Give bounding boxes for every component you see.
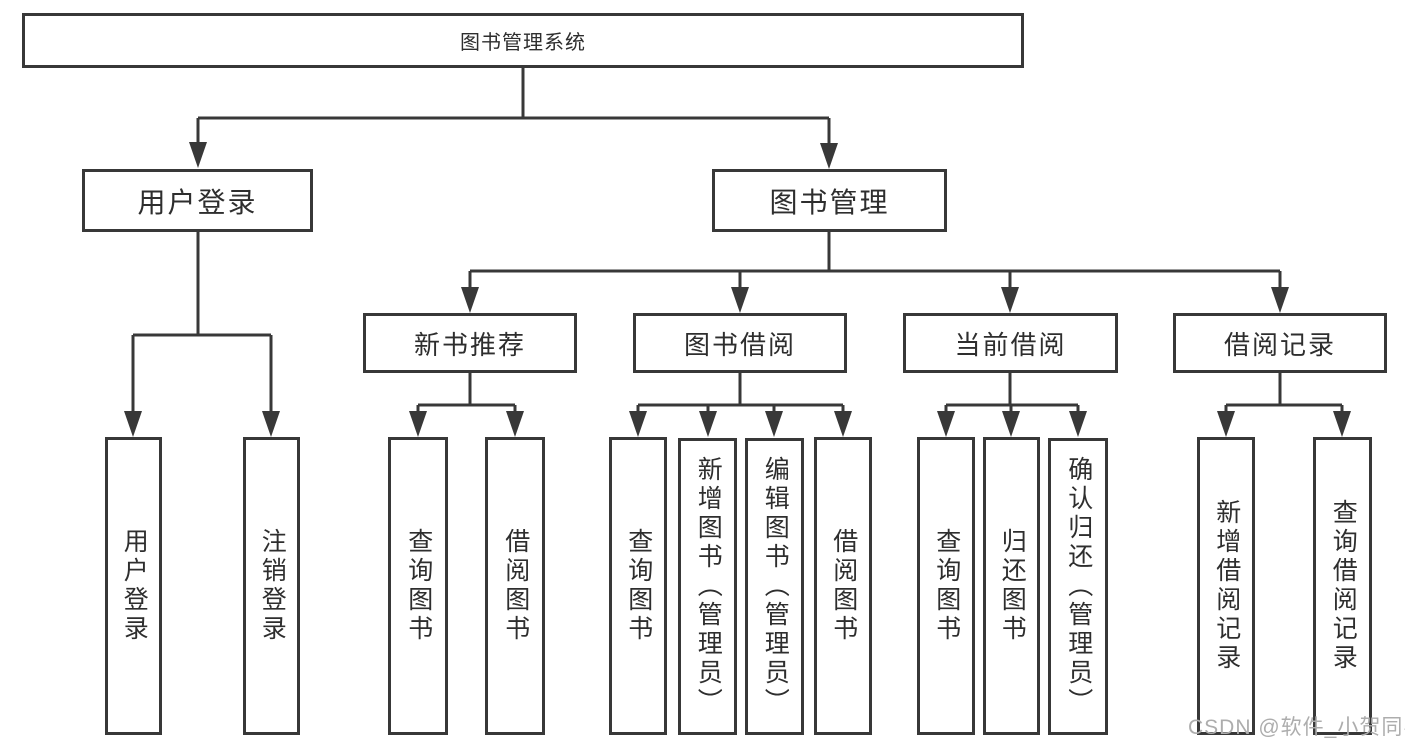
node-book-management: 图书管理 bbox=[712, 169, 947, 232]
leaf-nbr-query-books: 查询图书 bbox=[388, 437, 448, 735]
leaf-cb-confirm-return-admin: 确认归还（管理员） bbox=[1048, 438, 1108, 735]
node-current-borrow: 当前借阅 bbox=[903, 313, 1118, 373]
leaf-bb-edit-books-admin: 编辑图书（管理员） bbox=[745, 438, 804, 735]
leaf-br-query-record: 查询借阅记录 bbox=[1313, 437, 1372, 735]
leaf-nbr-borrow-books: 借阅图书 bbox=[485, 437, 545, 735]
leaf-cb-query-books: 查询图书 bbox=[917, 437, 975, 735]
leaf-bb-query-books: 查询图书 bbox=[609, 437, 667, 735]
leaf-user-login: 用户登录 bbox=[105, 437, 162, 735]
leaf-bb-add-books-admin: 新增图书（管理员） bbox=[678, 438, 737, 735]
node-book-borrow: 图书借阅 bbox=[633, 313, 847, 373]
leaf-cb-return-books: 归还图书 bbox=[983, 437, 1040, 735]
leaf-br-add-record: 新增借阅记录 bbox=[1197, 437, 1255, 735]
node-new-book-recommend: 新书推荐 bbox=[363, 313, 577, 373]
node-root: 图书管理系统 bbox=[22, 13, 1024, 68]
node-borrow-records: 借阅记录 bbox=[1173, 313, 1387, 373]
leaf-logout: 注销登录 bbox=[243, 437, 300, 735]
node-user-login: 用户登录 bbox=[82, 169, 313, 232]
leaf-bb-borrow-books: 借阅图书 bbox=[814, 437, 872, 735]
watermark-text: CSDN @软件_小贺同学 bbox=[1188, 716, 1405, 739]
